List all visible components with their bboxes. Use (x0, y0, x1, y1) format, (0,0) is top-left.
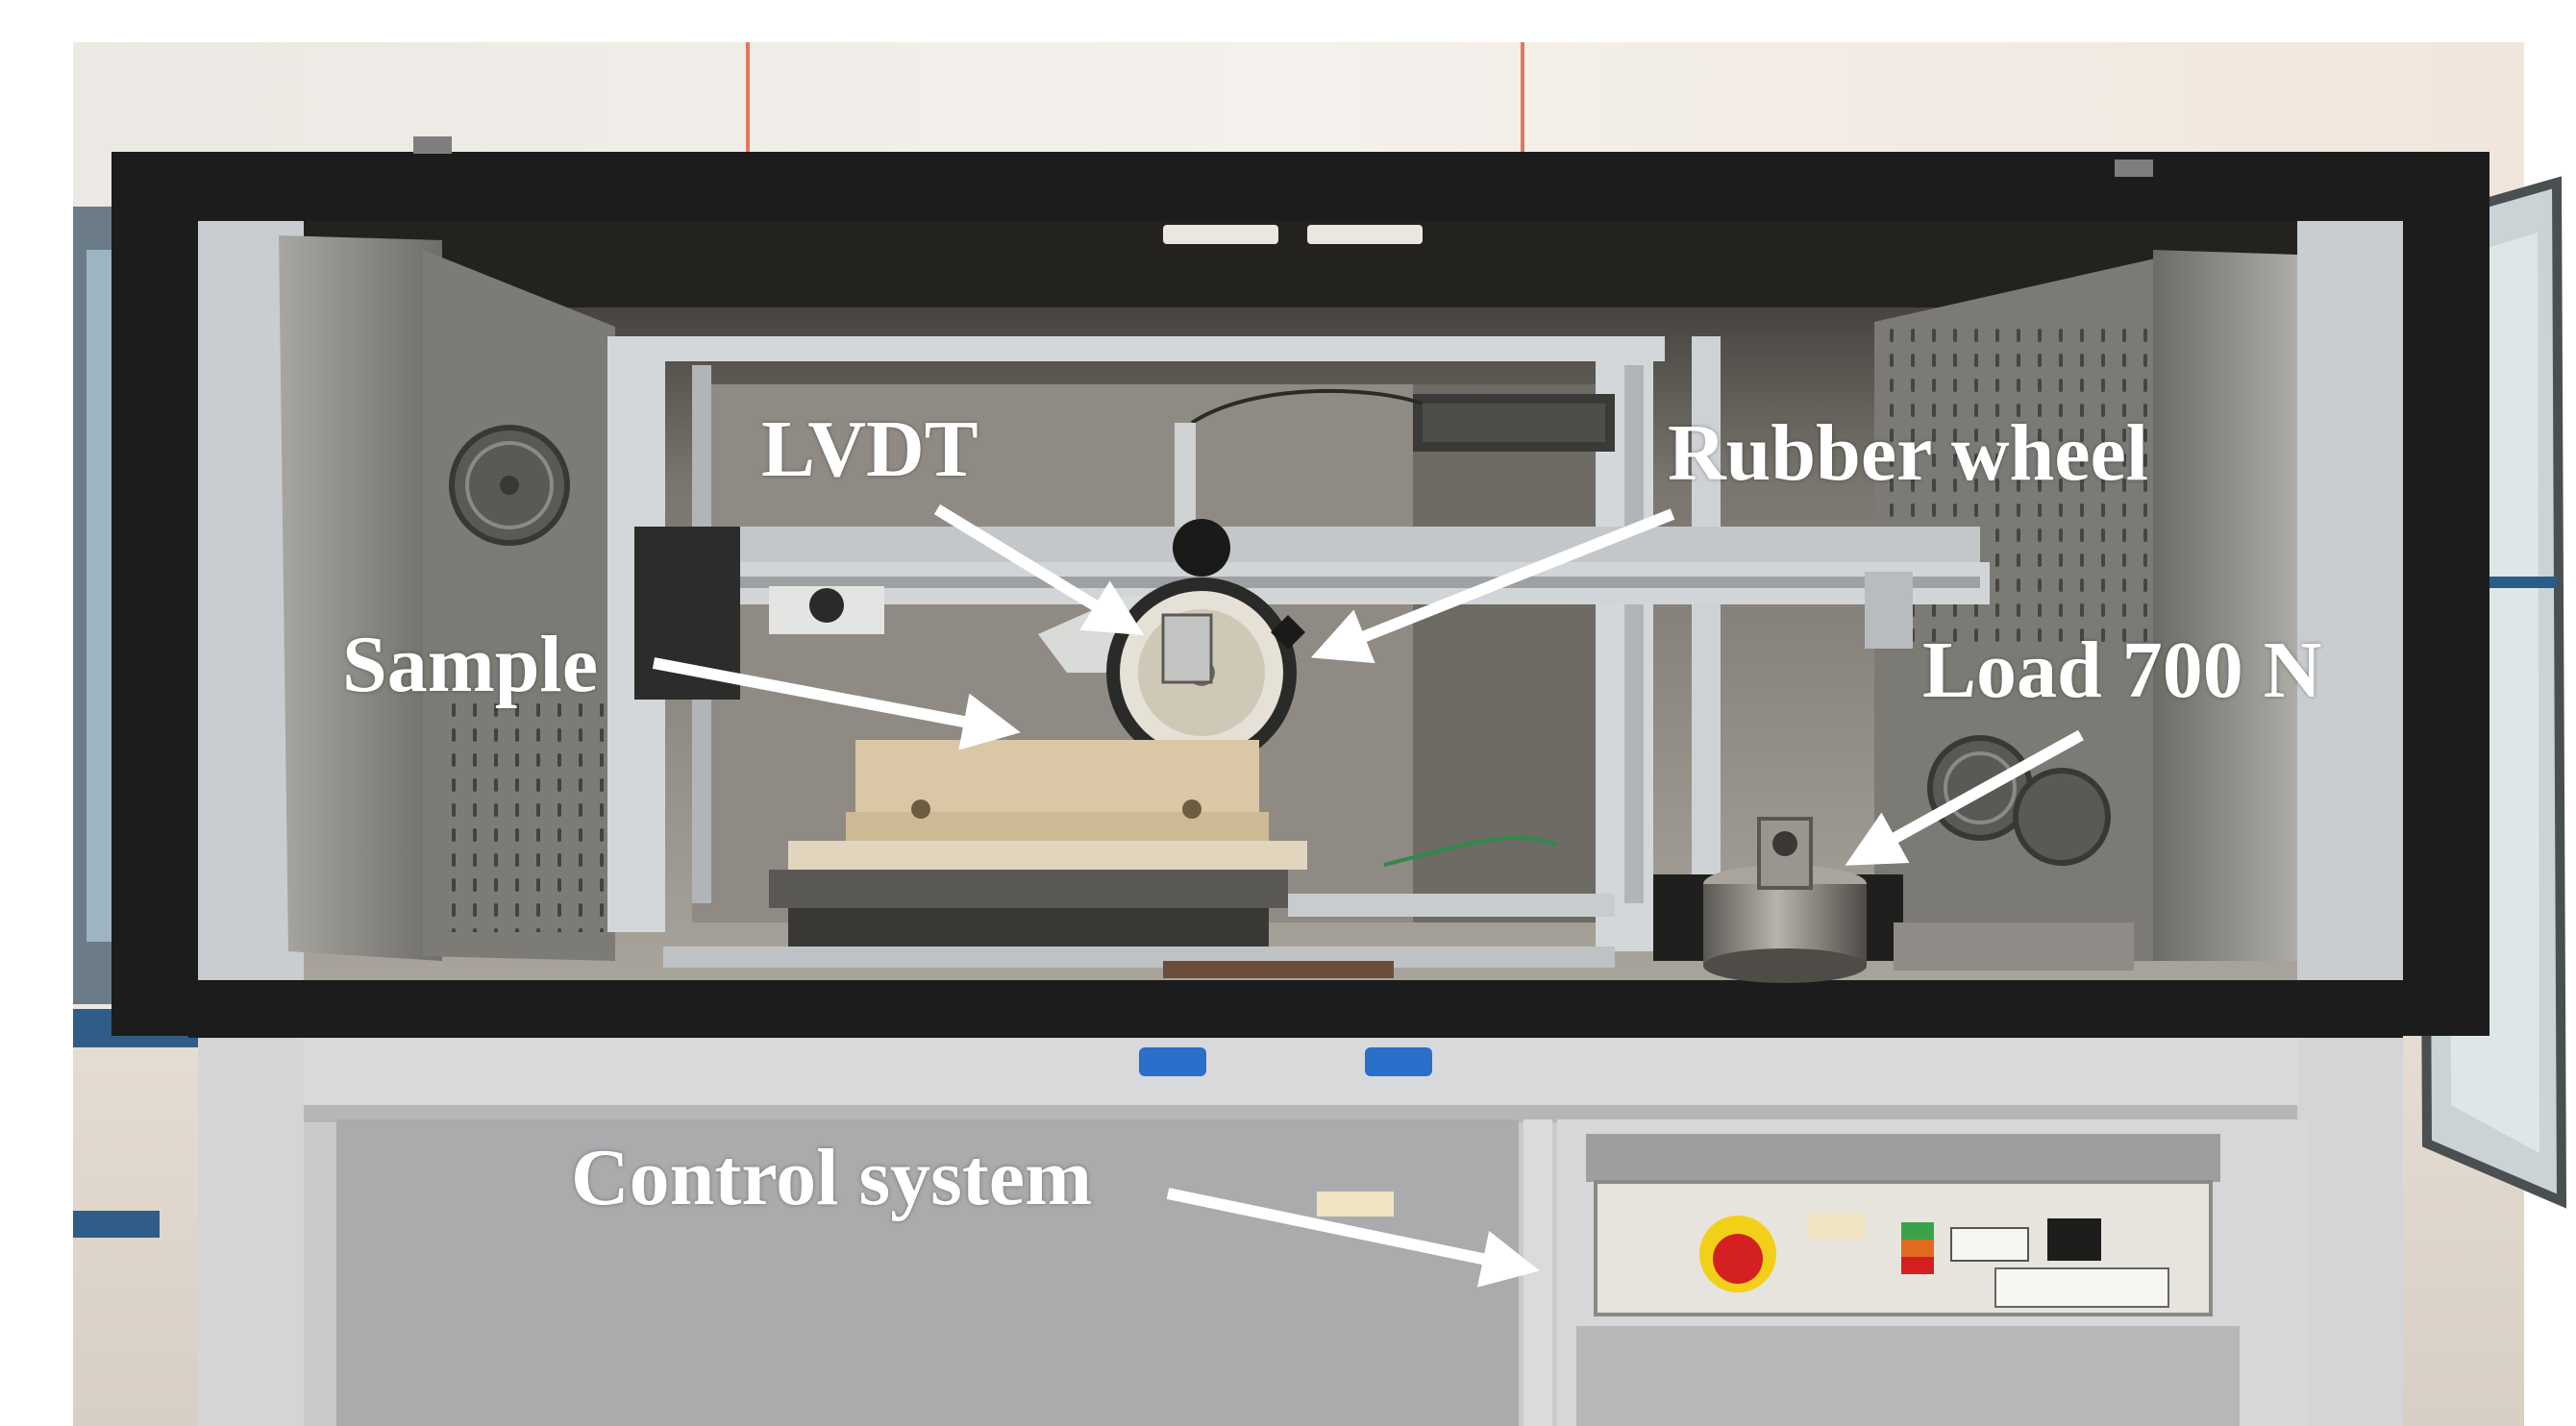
label-control-system: Control system (571, 1133, 1093, 1222)
lower-cabinet (198, 1038, 2403, 1426)
rubber-wheel-assembly (1038, 519, 1305, 768)
label-rubber-wheel: Rubber wheel (1668, 408, 2149, 498)
load-weight (1653, 817, 2134, 983)
loading-arm (634, 527, 1990, 700)
arrow-rubber-wheel (1310, 508, 1675, 664)
right-steel-panel (1874, 250, 2297, 961)
label-load: Load 700 N (1922, 626, 2322, 715)
arrow-lvdt (933, 504, 1145, 636)
annotation-arrows (652, 504, 2084, 1288)
inner-base-rails (663, 835, 1615, 978)
arrow-sample (652, 657, 1021, 750)
sample-block (769, 740, 1307, 947)
left-steel-panel (279, 235, 615, 961)
label-sample: Sample (342, 620, 599, 709)
enclosure-frame (111, 136, 2489, 1038)
label-lvdt: LVDT (761, 405, 978, 494)
arrow-control-system (1166, 1188, 1540, 1288)
arrow-load (1845, 729, 2084, 866)
